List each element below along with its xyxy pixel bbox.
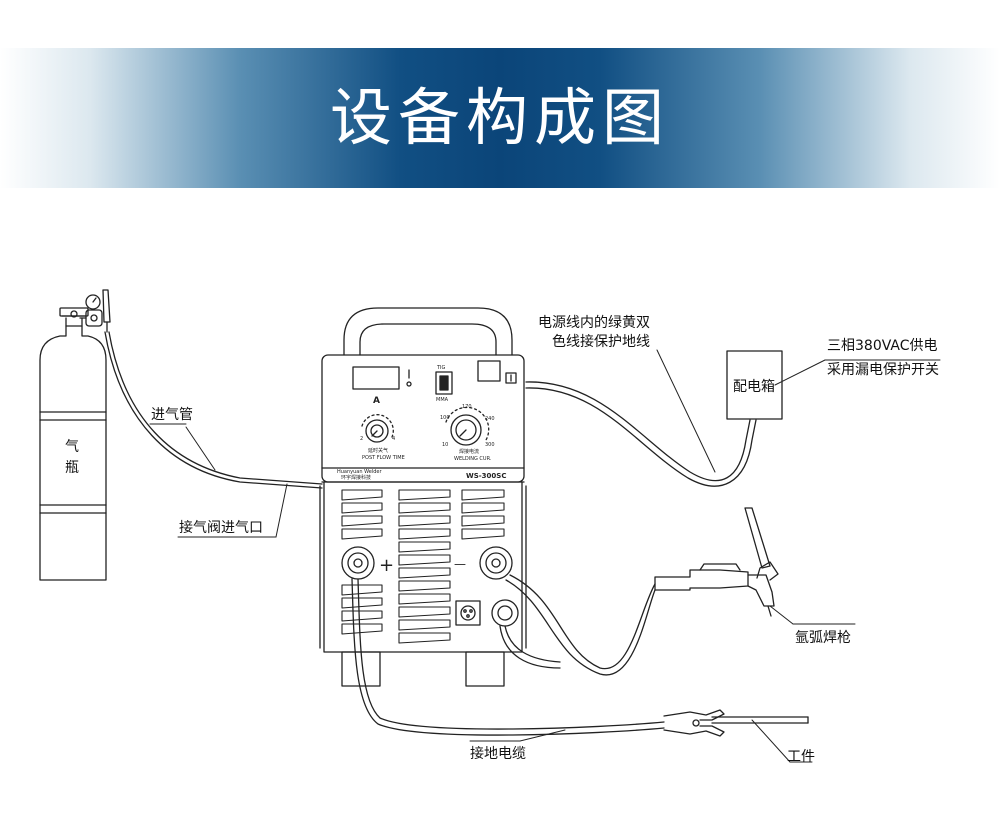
gas-cylinder xyxy=(39,307,107,581)
knob-small-tick-max: 4 xyxy=(392,436,395,442)
ground-clamp xyxy=(663,709,725,737)
plus-sign: + xyxy=(379,555,394,576)
switch-top-label: TIG xyxy=(436,365,446,371)
title-banner: 设备构成图 xyxy=(0,48,1000,188)
label-ground-cable: 接地电缆 xyxy=(470,745,526,762)
label-workpiece: 工件 xyxy=(787,749,815,765)
model-label: WS-300SC xyxy=(466,472,506,480)
gas-tube xyxy=(104,331,323,489)
leader-lines xyxy=(149,349,941,763)
knob-large-tick-240: 240 xyxy=(485,416,495,422)
gas-regulator xyxy=(79,289,111,333)
knob-large-tick-170: 170 xyxy=(462,404,472,410)
brand-label: Huanyuan Welder xyxy=(337,469,382,475)
control-socket xyxy=(455,600,481,626)
banner-title: 设备构成图 xyxy=(329,81,670,154)
display-unit: A xyxy=(373,396,380,406)
knob-large-label-en: WELDING CUR. xyxy=(454,456,492,462)
negative-terminal xyxy=(479,546,513,580)
torch-cable xyxy=(499,574,656,676)
workpiece xyxy=(711,716,809,724)
knob-large-tick-300: 300 xyxy=(485,442,495,448)
tig-torch xyxy=(654,507,779,617)
knob-large-tick-10: 10 xyxy=(442,442,448,448)
switch-bottom-label: MMA xyxy=(436,397,449,403)
label-gas-inlet: 接气阀进气口 xyxy=(179,519,263,536)
label-tig-torch: 氩弧焊枪 xyxy=(795,629,851,646)
power-cable xyxy=(525,381,757,487)
label-power-cable-2: 色线接保护地线 xyxy=(552,333,650,350)
knob-small-tick-min: 2 xyxy=(360,436,363,442)
knob-large-tick-100: 100 xyxy=(440,415,450,421)
label-cylinder-1: 气 xyxy=(65,439,79,455)
label-gas-tube: 进气管 xyxy=(151,407,193,423)
knob-small-label-en: POST FLOW TIME xyxy=(362,455,405,461)
label-power-cable-1: 电源线内的绿黄双 xyxy=(538,314,650,331)
knob-small-label-cn: 延时关气 xyxy=(368,447,388,454)
welding-machine xyxy=(319,307,527,687)
label-distribution-box: 配电箱 xyxy=(733,379,775,395)
distribution-box xyxy=(726,350,783,420)
vent-slats xyxy=(341,489,505,644)
label-cylinder-2: 瓶 xyxy=(65,460,79,476)
minus-sign: — xyxy=(454,557,466,571)
label-supply-1: 三相380VAC供电 xyxy=(827,338,938,354)
ground-cable xyxy=(351,578,665,736)
positive-terminal xyxy=(341,546,375,580)
label-supply-2: 采用漏电保护开关 xyxy=(827,362,939,378)
knob-large-label-cn: 焊接电流 xyxy=(459,448,479,455)
brand-label-cn: 环宇焊接科技 xyxy=(341,474,371,481)
gas-outlet xyxy=(491,599,519,627)
